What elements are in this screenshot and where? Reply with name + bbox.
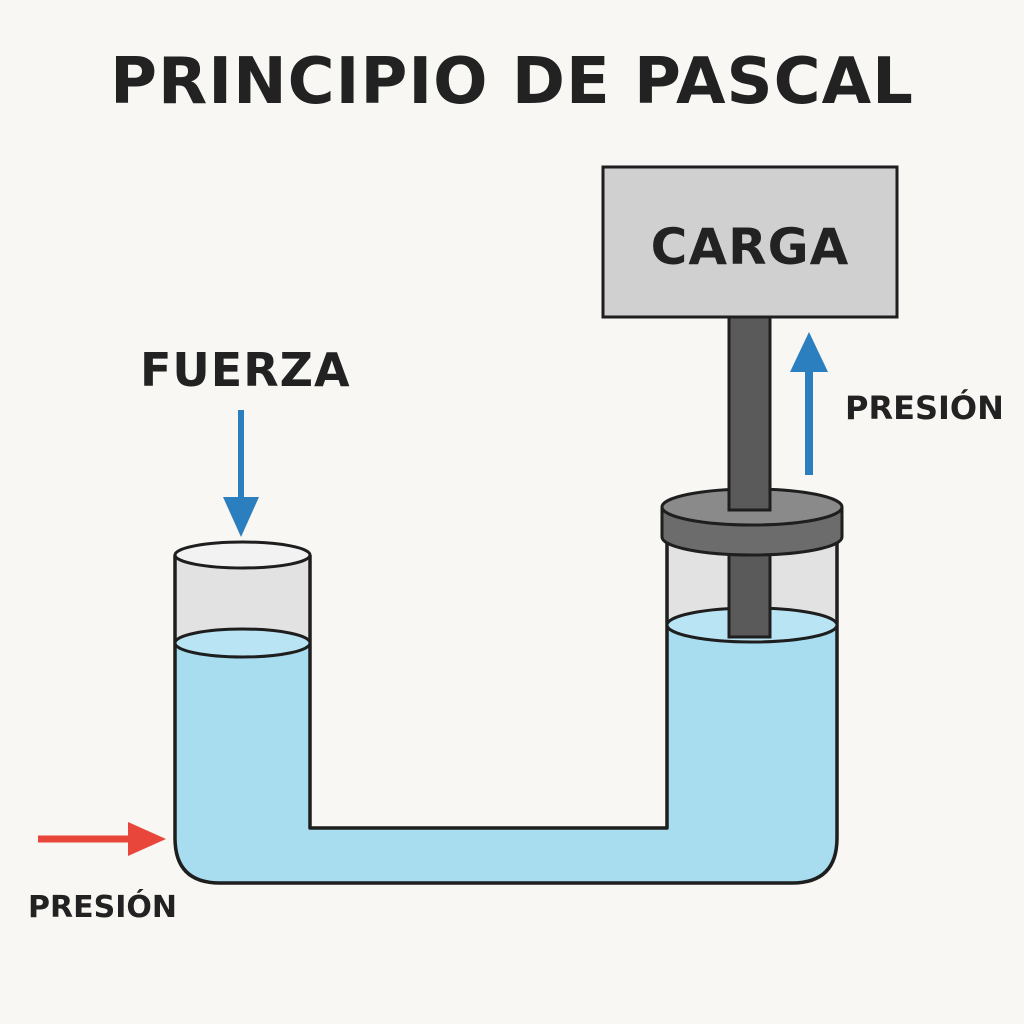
pressure-label-left: PRESIÓN (28, 890, 177, 925)
page-title: PRINCIPIO DE PASCAL (110, 45, 914, 119)
piston-rod-lower (727, 543, 772, 639)
arrow-up-icon (790, 332, 828, 475)
arrow-down-icon (223, 410, 259, 537)
left-fluid-surface (173, 627, 312, 659)
pressure-label-right: PRESIÓN (845, 389, 1004, 427)
u-tube-outline (173, 515, 839, 885)
force-label: FUERZA (140, 343, 351, 397)
left-cylinder-rim (173, 540, 312, 570)
piston-rod-upper (727, 315, 772, 512)
load-box (601, 165, 899, 319)
arrow-right-icon (38, 822, 166, 856)
load-label: CARGA (650, 218, 850, 276)
fluid-body (175, 625, 837, 883)
